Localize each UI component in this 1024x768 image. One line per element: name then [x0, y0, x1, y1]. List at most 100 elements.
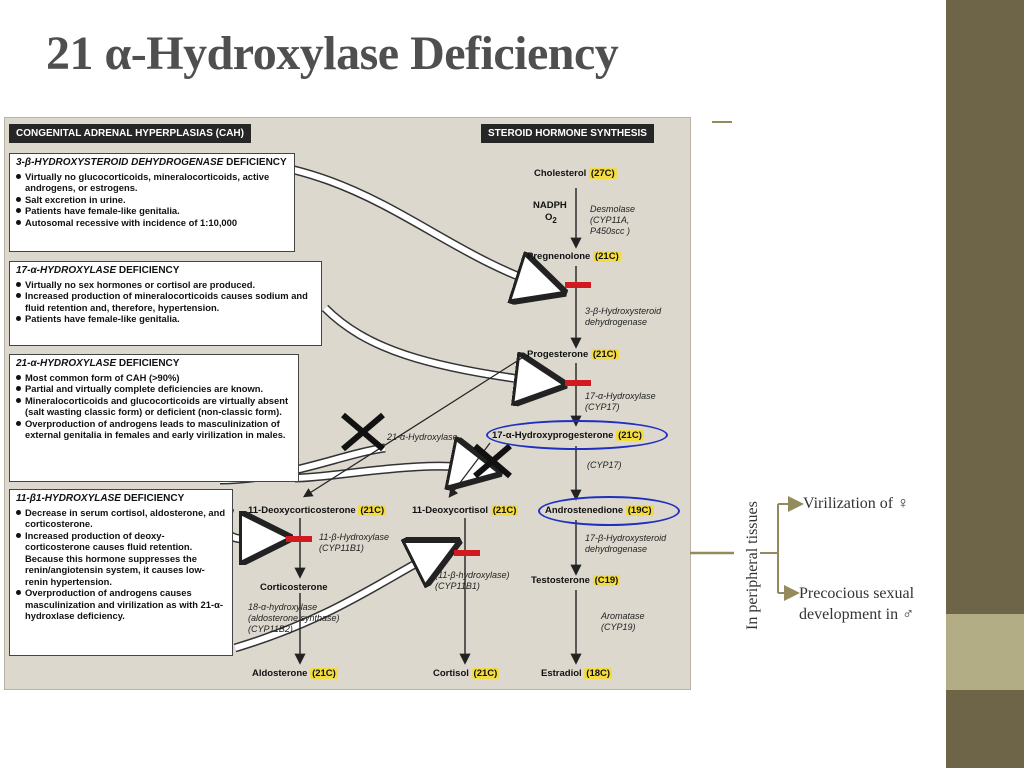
carbon-count-tag: (21C) — [592, 251, 621, 262]
enzyme-line: Aromatase — [601, 611, 645, 621]
precocious-line-2: development in ♂ — [799, 606, 915, 623]
compound-aldosterone: Aldosterone (21C) — [252, 668, 338, 679]
compound-corticosterone: Corticosterone — [260, 582, 328, 593]
compound-cholesterol: Cholesterol (27C) — [534, 168, 617, 179]
block-bar-11b-left — [286, 536, 312, 542]
box-title-name: 17-α-HYDROXYLASE — [16, 265, 117, 276]
list-item: Increased production of deoxy-corticoste… — [16, 530, 226, 588]
left-header: CONGENITAL ADRENAL HYPERPLASIAS (CAH) — [9, 124, 251, 143]
box-title-name: 3-β-HYDROXYSTEROID DEHYDROGENASE — [16, 157, 224, 168]
enzyme-17a-hydroxylase: 17-α-Hydroxylase (CYP17) — [585, 391, 656, 413]
list-item: Overproduction of androgens leads to mas… — [16, 418, 292, 441]
cofactor-nadph: NADPH — [533, 200, 567, 211]
box-title-name: 21-α-HYDROXYLASE — [16, 358, 117, 369]
enzyme-line: 3-β-Hydroxysteroid — [585, 306, 662, 316]
callout-arrow-17a — [321, 304, 551, 388]
enzyme-line: Desmolase — [590, 204, 636, 214]
title-accent-dash — [712, 121, 732, 123]
enzyme-line: (CYP17) — [585, 402, 620, 412]
compound-name: 11-Deoxycorticosterone — [248, 505, 356, 516]
enzyme-aromatase: Aromatase (CYP19) — [601, 611, 645, 633]
carbon-count-tag: (21C) — [310, 668, 338, 679]
enzyme-18a-hydroxylase: 18-α-hydroxylase (aldosterone synthase) … — [248, 602, 340, 635]
enzyme-3b-hsd: 3-β-Hydroxysteroid dehydrogenase — [585, 306, 661, 328]
precocious-line-1: Precocious sexual — [799, 585, 915, 602]
box-title-suffix: DEFICIENCY — [123, 493, 185, 504]
virilization-label: Virilization of ♀ — [803, 495, 910, 512]
compound-name: Aldosterone — [252, 668, 308, 679]
peripheral-connector — [690, 496, 804, 601]
enzyme-line: 17-α-Hydroxylase — [585, 391, 656, 401]
list-item: Patients have female-like genitalia. — [16, 313, 315, 325]
enzyme-line: (CYP11B1) — [435, 581, 480, 591]
compound-estradiol: Estradiol (18C) — [541, 668, 613, 679]
compound-name: Cholesterol — [534, 168, 587, 179]
list-item: Overproduction of androgens causes mascu… — [16, 587, 226, 622]
compound-name: Estradiol — [541, 668, 582, 679]
carbon-count-tag: (21C) — [490, 505, 519, 516]
slide-title: 21 α-Hydroxylase Deficiency — [46, 27, 619, 80]
compound-deoxycorticosterone: 11-Deoxycorticosterone (21C) — [248, 505, 387, 516]
right-header: STEROID HORMONE SYNTHESIS — [481, 124, 654, 143]
box-title-suffix: DEFICIENCY — [118, 265, 180, 276]
list-item: Most common form of CAH (>90%) — [16, 372, 292, 384]
enzyme-line: dehydrogenase — [585, 317, 648, 327]
highlight-ring-androstenedione — [538, 496, 680, 526]
highlight-ring-17-hydroxyprogesterone — [486, 420, 668, 450]
box-17a-hydroxylase-deficiency: 17-α-HYDROXYLASE DEFICIENCY Virtually no… — [9, 261, 322, 346]
o2-text: O — [545, 212, 553, 223]
peripheral-tissues-label: In peripheral tissues — [744, 501, 761, 630]
enzyme-line: dehydrogenase — [585, 544, 648, 554]
box-11b-hydroxylase-deficiency: 11-β1-HYDROXYLASE DEFICIENCY Decrease in… — [9, 489, 233, 656]
enzyme-11b-hydroxylase-left: 11-β-Hydroxylase (CYP11B1) — [319, 532, 389, 554]
enzyme-line: P450scc ) — [590, 226, 631, 236]
enzyme-line: 18-α-hydroxylase — [248, 602, 318, 612]
box-title-suffix: DEFICIENCY — [226, 157, 287, 168]
compound-name: Testosterone — [531, 575, 590, 586]
enzyme-line: (CYP11B1) — [319, 543, 364, 553]
block-x-21a-right — [473, 443, 512, 479]
arrow-prog-doc — [302, 355, 526, 498]
compound-name: Corticosterone — [260, 582, 328, 593]
cofactor-o2: O2 — [545, 212, 557, 225]
list-item: Virtually no glucocorticoids, mineraloco… — [16, 171, 288, 194]
o2-subscript: 2 — [552, 215, 557, 225]
carbon-count-tag: (21C) — [358, 505, 387, 516]
enzyme-desmolase: Desmolase (CYP11A, P450scc ) — [590, 204, 635, 237]
enzyme-line: 17-β-Hydroxysteroid — [585, 533, 667, 543]
compound-name: Pregnenolone — [527, 251, 591, 262]
precocious-label: Precocious sexual development in ♂ — [799, 583, 914, 625]
enzyme-21a-hydroxylase: 21-α-Hydroxylase — [387, 432, 458, 442]
list-item: Increased production of mineralocorticoi… — [16, 290, 315, 313]
list-item: Mineralocorticoids and glucocorticoids a… — [16, 395, 292, 418]
enzyme-line: (CYP19) — [601, 622, 636, 632]
carbon-count-tag: (C19) — [592, 575, 621, 586]
enzyme-line: (11-β-hydroxylase) — [435, 570, 510, 580]
block-x-21a-left — [341, 412, 385, 452]
list-item: Partial and virtually complete deficienc… — [16, 383, 292, 395]
enzyme-line: (CYP11A, — [590, 215, 630, 225]
list-item: Patients have female-like genitalia. — [16, 205, 288, 217]
enzyme-line: (aldosterone synthase) — [248, 613, 340, 623]
enzyme-line: 11-β-Hydroxylase — [319, 532, 389, 542]
block-bar-3b-hsd — [565, 282, 591, 288]
compound-name: Cortisol — [433, 668, 469, 679]
box-title-suffix: DEFICIENCY — [118, 358, 180, 369]
carbon-count-tag: (18C) — [584, 668, 613, 679]
block-bar-17a-hydroxylase — [565, 380, 591, 386]
carbon-count-tag: (21C) — [590, 349, 619, 360]
box-title-name: 11-β1-HYDROXYLASE — [16, 493, 121, 504]
enzyme-11b-hydroxylase-mid: (11-β-hydroxylase) (CYP11B1) — [435, 570, 510, 592]
carbon-count-tag: (27C) — [588, 168, 617, 179]
box-3b-hsd-deficiency: 3-β-HYDROXYSTEROID DEHYDROGENASE DEFICIE… — [9, 153, 295, 252]
list-item: Virtually no sex hormones or cortisol ar… — [16, 279, 315, 291]
compound-testosterone: Testosterone (C19) — [531, 575, 621, 586]
cah-steroid-figure: CONGENITAL ADRENAL HYPERPLASIAS (CAH) ST… — [4, 117, 691, 690]
compound-name: 11-Deoxycortisol — [412, 505, 489, 516]
list-item: Autosomal recessive with incidence of 1:… — [16, 217, 288, 229]
compound-cortisol: Cortisol (21C) — [433, 668, 500, 679]
compound-deoxycortisol: 11-Deoxycortisol (21C) — [412, 505, 519, 516]
compound-progesterone: Progesterone (21C) — [527, 349, 619, 360]
sidebar-accent-block — [946, 614, 1024, 690]
compound-name: Progesterone — [527, 349, 589, 360]
